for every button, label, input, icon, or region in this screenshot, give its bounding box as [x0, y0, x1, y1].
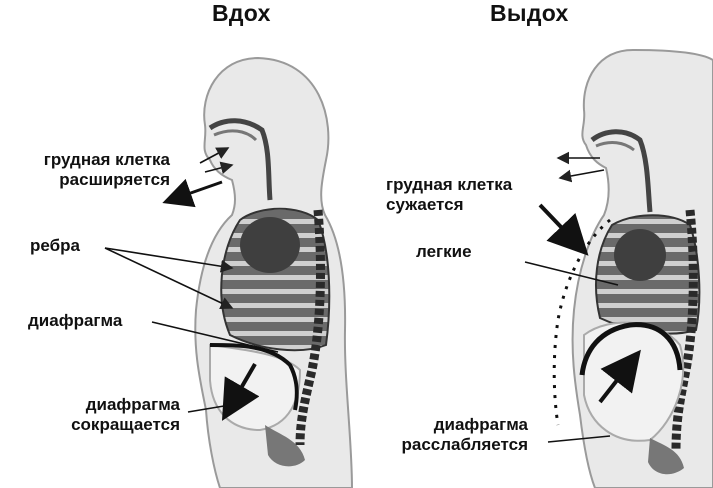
- exhale-chest-label: грудная клетка сужается: [386, 175, 512, 215]
- inhale-diaphragm-action-line2: сокращается: [71, 415, 180, 434]
- exhale-lungs-label: легкие: [416, 242, 472, 261]
- inhale-lung: [240, 217, 300, 273]
- inhale-chest-label: грудная клетка расширяется: [0, 150, 170, 190]
- exhale-diaphragm-curve: [579, 322, 683, 376]
- inhale-chest-line1: грудная клетка: [43, 150, 170, 169]
- exhale-chest-line1: грудная клетка: [386, 175, 513, 194]
- exhale-chest-contour-dotted: [552, 218, 611, 426]
- inhale-chest-line2: расширяется: [59, 170, 170, 189]
- exhale-spine: [671, 209, 698, 451]
- exhale-airway: [590, 129, 653, 213]
- inhale-diaphragm-label: диафрагма: [28, 311, 123, 330]
- inhale-title: Вдох: [212, 0, 271, 26]
- inhale-ribs-label: ребра: [30, 236, 80, 255]
- inhale-diaphragm-action-line1: диафрагма: [85, 395, 180, 414]
- exhale-chest-line2: сужается: [386, 195, 464, 214]
- inhale-diaphragm-action-label: диафрагма сокращается: [0, 395, 180, 435]
- exhale-figure: [524, 48, 713, 488]
- exhale-title: Выдох: [490, 0, 569, 26]
- exhale-diaphragm-action-line1: диафрагма: [433, 415, 528, 434]
- exhale-lung: [614, 229, 666, 281]
- exhale-diaphragm-action-line2: расслабляется: [401, 435, 528, 454]
- inhale-spine: [295, 209, 325, 446]
- exhale-diaphragm-action-label: диафрагма расслабляется: [380, 415, 528, 455]
- inhale-airway: [208, 118, 273, 201]
- inhale-diaphragm-curve: [209, 343, 299, 411]
- inhale-figure: [104, 56, 354, 488]
